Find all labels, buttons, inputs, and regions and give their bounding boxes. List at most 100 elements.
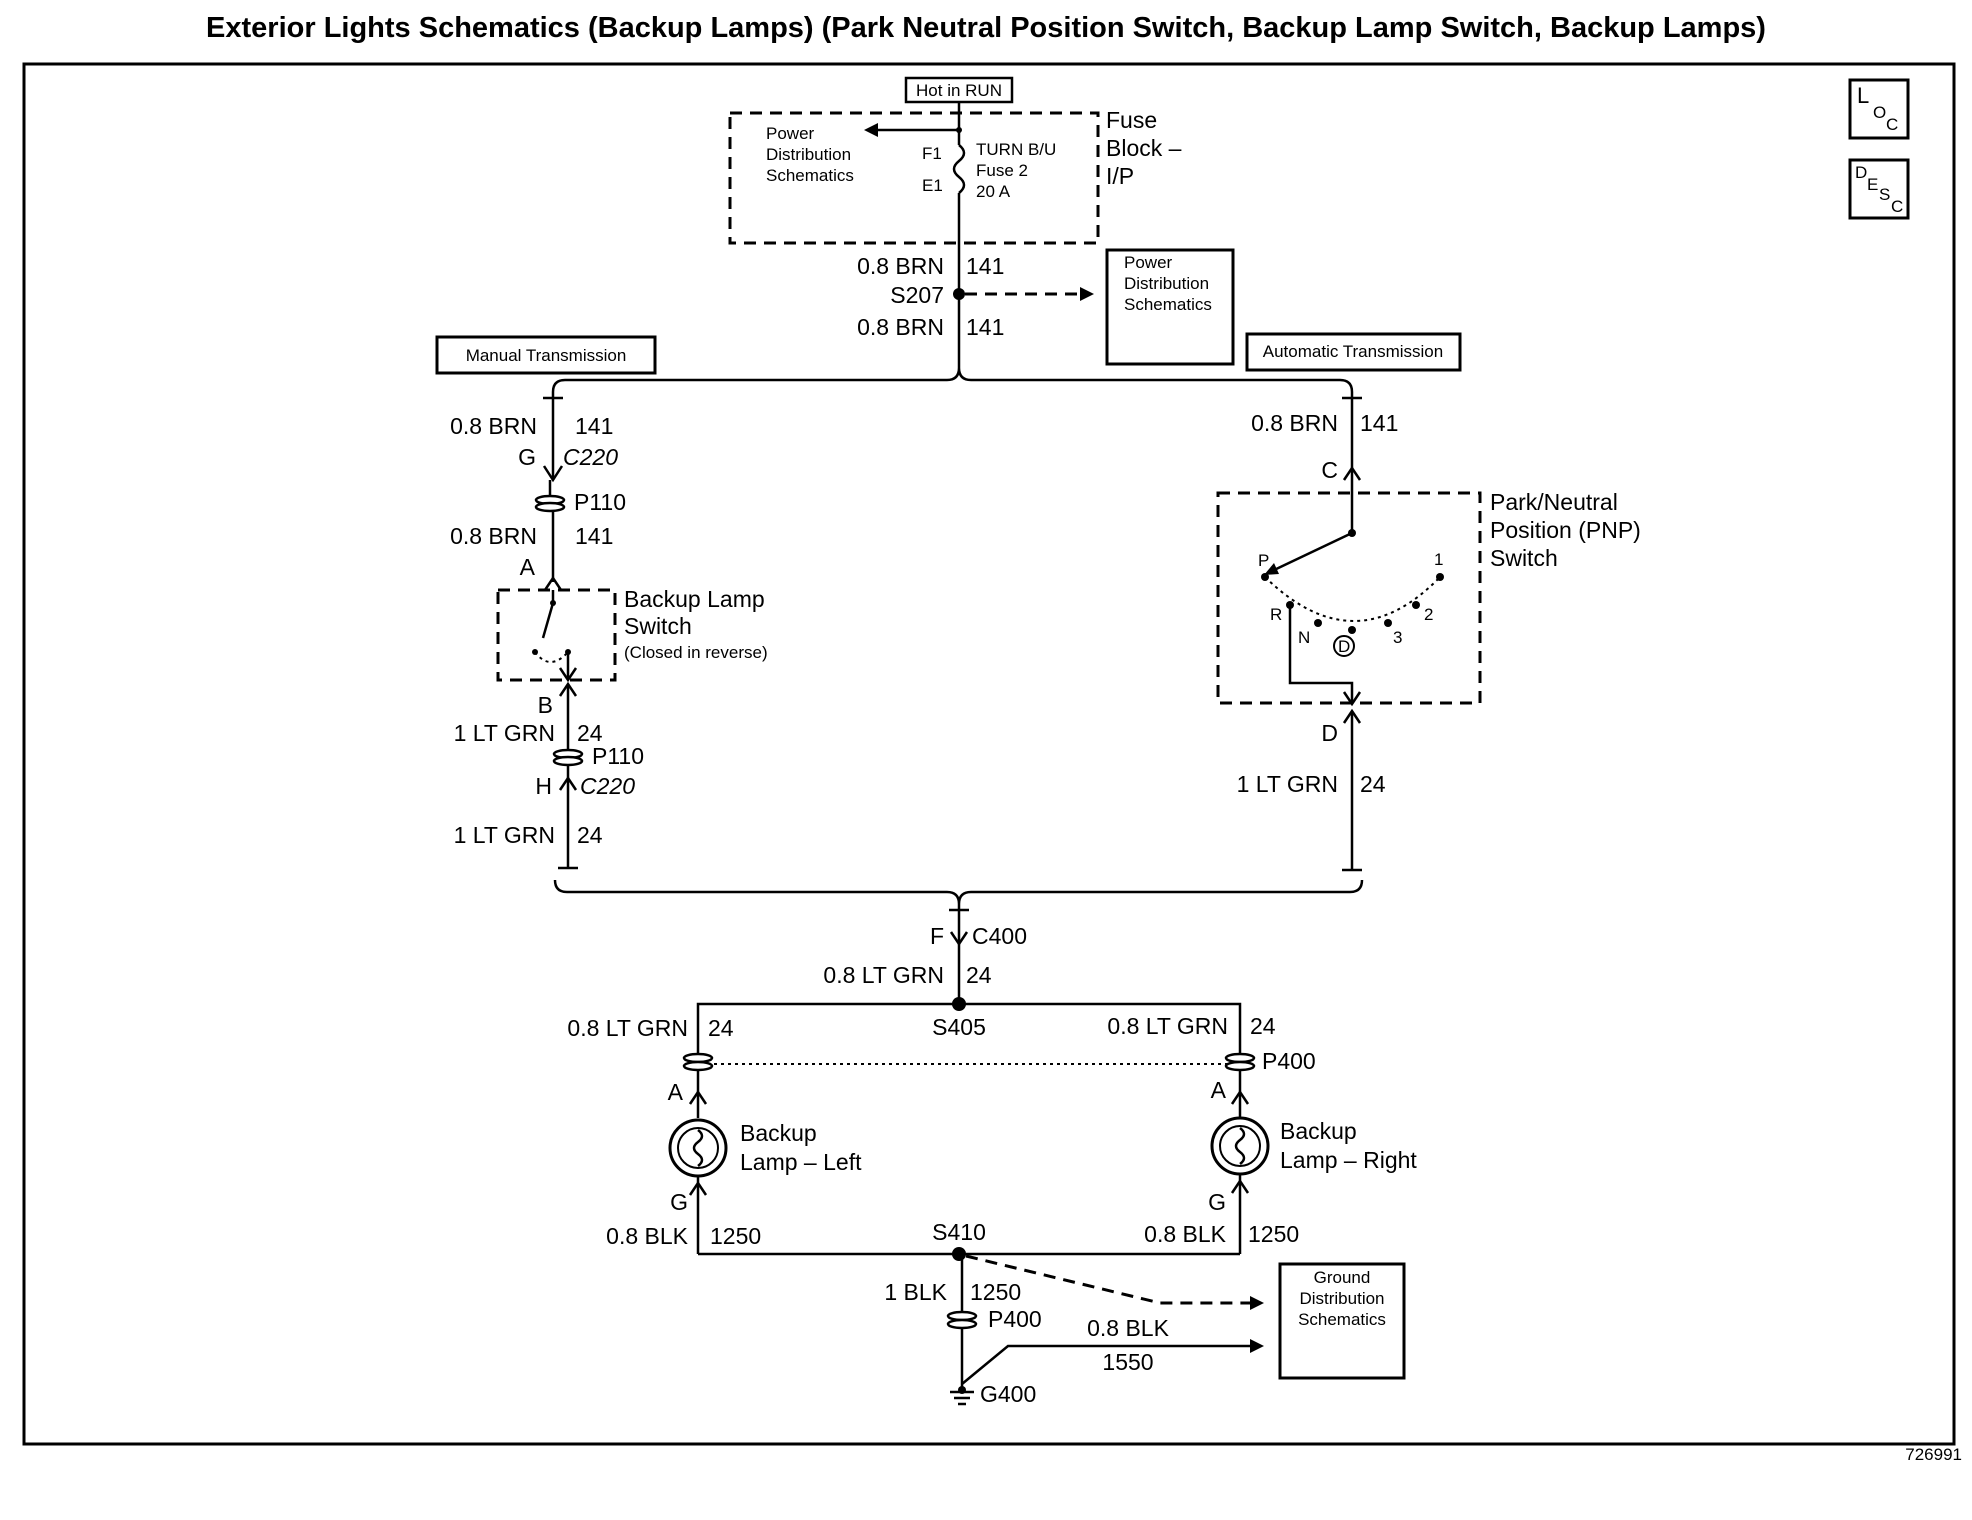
ground-wire-1550 — [961, 1344, 1250, 1385]
auto-pin-c: C — [1321, 457, 1338, 483]
ground-dist-3: Schematics — [1298, 1310, 1386, 1329]
top-wire-color-2: 0.8 BRN — [857, 314, 944, 340]
splice-s207-dot — [953, 288, 965, 300]
fuse-name-2: Fuse 2 — [976, 161, 1028, 180]
other-wire-circuit: 1550 — [1102, 1349, 1153, 1375]
backup-lamp-right-name-1: Backup — [1280, 1118, 1357, 1144]
pnp-pos-2: 2 — [1424, 605, 1433, 624]
auto-wire-1-color: 0.8 BRN — [1251, 410, 1338, 436]
splice-s405-label: S405 — [932, 1014, 986, 1040]
auto-wire-2-circuit: 24 — [1360, 771, 1386, 797]
location-icon[interactable]: L O C — [1848, 78, 1910, 140]
right-wire-color: 0.8 LT GRN — [1107, 1013, 1228, 1039]
lower-wire-color: 0.8 LT GRN — [823, 962, 944, 988]
manual-pin-b: B — [538, 692, 553, 718]
hot-in-run-box — [904, 76, 1014, 104]
top-wire-color-1: 0.8 BRN — [857, 253, 944, 279]
manual-wire-3-color: 1 LT GRN — [454, 720, 555, 746]
left-ground-wire-circuit: 1250 — [710, 1223, 761, 1249]
right-inline-p400: P400 — [1262, 1048, 1316, 1074]
manual-wire-2-color: 0.8 BRN — [450, 523, 537, 549]
pnp-pos-n: N — [1298, 628, 1310, 647]
right-ground-wire-color: 0.8 BLK — [1144, 1221, 1226, 1247]
backup-lamp-left-name-1: Backup — [740, 1120, 817, 1146]
right-ground-wire-circuit: 1250 — [1248, 1221, 1299, 1247]
fuse-block-name-3: I/P — [1106, 163, 1134, 189]
location-icon-letter: L — [1857, 83, 1869, 108]
ground-dist-box — [1278, 1262, 1406, 1380]
transmission-brace-top — [551, 367, 1354, 393]
power-dist-arrow — [864, 123, 878, 137]
description-icon-sub2: S — [1879, 185, 1890, 204]
lower-pin-f: F — [930, 923, 944, 949]
down-inline-p400: P400 — [988, 1306, 1042, 1332]
automatic-header: Automatic Transmission — [1263, 342, 1443, 361]
manual-pin-a: A — [520, 554, 536, 580]
pnp-switch-name-3: Switch — [1490, 545, 1558, 571]
backup-lamp-switch-outline — [496, 588, 617, 682]
splice-s410-dot — [952, 1247, 966, 1261]
down-wire-color: 1 BLK — [884, 1279, 947, 1305]
top-power-dist-2: Distribution — [1124, 274, 1209, 293]
left-pin-g: G — [670, 1189, 688, 1215]
top-wire-circuit-2: 141 — [966, 314, 1004, 340]
manual-pin-h: H — [535, 773, 552, 799]
fuse-power-dist-3: Schematics — [766, 166, 854, 185]
fuse-block-name-1: Fuse — [1106, 107, 1157, 133]
right-wire-circuit: 24 — [1250, 1013, 1276, 1039]
diagram-title: Exterior Lights Schematics (Backup Lamps… — [206, 12, 1766, 44]
manual-wire-3-circuit: 24 — [577, 720, 603, 746]
description-icon-sub3: C — [1891, 197, 1903, 216]
description-icon-letter: D — [1855, 163, 1867, 182]
location-icon-sub1: O — [1873, 103, 1886, 122]
top-power-dist-box — [1105, 248, 1235, 366]
fuse-block-name-2: Block – — [1106, 135, 1182, 161]
location-icon-sub2: C — [1886, 115, 1898, 134]
s410-dashed-link — [965, 1254, 1250, 1305]
fuse-symbol — [952, 144, 966, 194]
auto-pin-d: D — [1321, 720, 1338, 746]
left-wire-color: 0.8 LT GRN — [567, 1015, 688, 1041]
fuse-block-outline — [728, 111, 1100, 245]
manual-pin-g: G — [518, 444, 536, 470]
backup-switch-note: (Closed in reverse) — [624, 643, 768, 662]
auto-wire-2-color: 1 LT GRN — [1237, 771, 1338, 797]
pnp-position-arc — [1264, 576, 1441, 622]
fuse-pin-f1: F1 — [922, 144, 942, 163]
manual-wire-4-color: 1 LT GRN — [454, 822, 555, 848]
manual-wire-1-color: 0.8 BRN — [450, 413, 537, 439]
right-pin-a: A — [1211, 1077, 1227, 1103]
pnp-switch-blade — [1271, 531, 1353, 573]
top-wire-circuit-1: 141 — [966, 253, 1004, 279]
lower-wire-circuit: 24 — [966, 962, 992, 988]
manual-inline-p110-1: P110 — [574, 489, 626, 515]
manual-header-box — [435, 335, 657, 375]
document-number: 726991 — [1905, 1445, 1962, 1464]
pnp-pos-1: 1 — [1434, 550, 1443, 569]
description-icon-sub1: E — [1867, 175, 1878, 194]
pnp-switch-name-1: Park/Neutral — [1490, 489, 1618, 515]
fuse-power-dist-2: Distribution — [766, 145, 851, 164]
backup-lamps-circuit: F C400 0.8 LT GRN 24 S405 0.8 LT GRN 24 … — [567, 904, 1417, 1407]
description-icon[interactable]: D E S C — [1848, 158, 1910, 220]
pnp-switch-name-2: Position (PNP) — [1490, 517, 1641, 543]
fuse-pin-e1: E1 — [922, 176, 943, 195]
ground-g400-label: G400 — [980, 1381, 1036, 1407]
auto-wire-1-circuit: 141 — [1360, 410, 1398, 436]
other-wire-color: 0.8 BLK — [1087, 1315, 1169, 1341]
backup-lamp-left-name-2: Lamp – Left — [740, 1149, 862, 1175]
pnp-pos-d: D — [1338, 637, 1350, 656]
transmission-brace-bottom — [553, 879, 1364, 905]
manual-wire-2-circuit: 141 — [575, 523, 613, 549]
manual-conn-c220-1: C220 — [563, 444, 618, 470]
fuse-name-1: TURN B/U — [976, 140, 1056, 159]
automatic-header-box — [1245, 332, 1462, 372]
manual-wire-4-circuit: 24 — [577, 822, 603, 848]
manual-wire-1-circuit: 141 — [575, 413, 613, 439]
top-power-dist-1: Power — [1124, 253, 1173, 272]
manual-transmission-circuit: Manual Transmission 0.8 BRN 141 G C220 P… — [435, 335, 768, 870]
automatic-transmission-circuit: Automatic Transmission 0.8 BRN 141 C P R… — [1216, 332, 1641, 872]
fuse-rating: 20 A — [976, 182, 1011, 201]
ground-dist-1: Ground — [1314, 1268, 1371, 1287]
